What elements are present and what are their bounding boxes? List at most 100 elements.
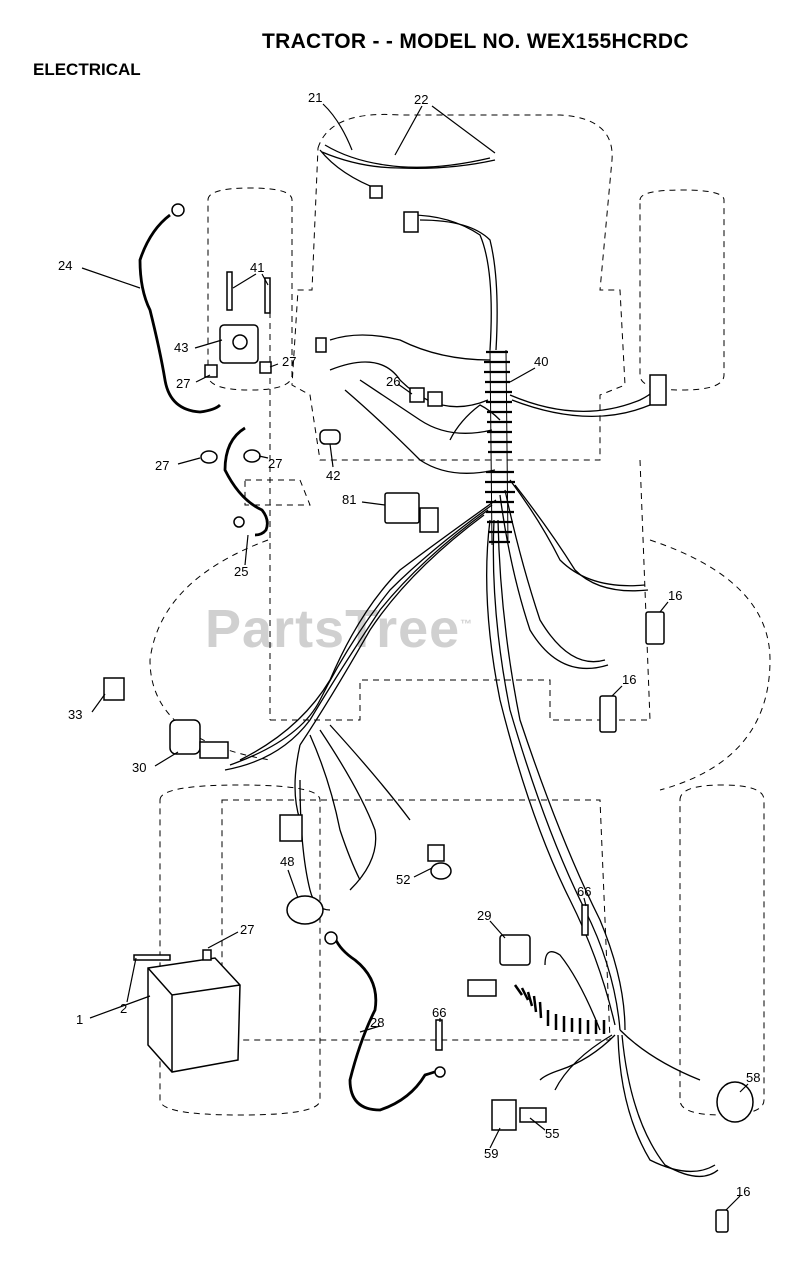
fender-left (149, 539, 271, 761)
nut-icon (204, 364, 218, 378)
leader-line (489, 920, 506, 939)
leader-line (583, 897, 587, 907)
connector-icon (649, 374, 667, 406)
harness-wire (504, 489, 606, 663)
leader-line (154, 751, 179, 767)
switch-33-icon (103, 677, 125, 701)
connector-icon (315, 337, 327, 353)
harness-wire (449, 404, 501, 441)
leader-line (725, 1195, 741, 1211)
callout-16: 16 (622, 672, 636, 687)
callout-59: 59 (484, 1146, 498, 1161)
leader-line (258, 455, 269, 459)
nut-icon (259, 361, 272, 374)
battery-icon (147, 957, 241, 1073)
connector-icon (279, 814, 303, 842)
leader-line (207, 931, 239, 949)
callout-33: 33 (68, 707, 82, 722)
ignition-switch-icon (169, 719, 201, 755)
callout-1: 1 (76, 1012, 83, 1027)
front-wheel-right (639, 189, 725, 391)
callout-26: 26 (386, 374, 400, 389)
fender-right (649, 539, 771, 791)
bolt-icon (226, 271, 233, 311)
coil-edge (489, 349, 509, 546)
leader-line (329, 443, 334, 468)
connector-icon (419, 507, 439, 533)
nut-icon (202, 949, 212, 961)
harness-wire (224, 509, 489, 771)
leader-line (659, 601, 669, 613)
clamp-icon (319, 429, 341, 445)
bolt-icon (581, 904, 589, 936)
leader-line (397, 383, 413, 395)
section-label: ELECTRICAL (33, 60, 141, 79)
rear-wheel-left (159, 784, 321, 1116)
harness-wire (319, 144, 491, 191)
callout-66: 66 (432, 1005, 446, 1020)
harness-wire (329, 361, 489, 408)
harness-wire (539, 1034, 616, 1081)
bracket-icon (491, 1099, 517, 1131)
leader-line (91, 693, 106, 713)
main-harness (224, 144, 719, 1177)
harness-wire (514, 484, 649, 592)
hood-outline (291, 113, 626, 461)
leader-line (529, 1117, 546, 1131)
callout-25: 25 (234, 564, 248, 579)
callout-16: 16 (736, 1184, 750, 1199)
callout-55: 55 (545, 1126, 559, 1141)
connector-icon (467, 979, 497, 997)
front-wheel-left (207, 187, 293, 391)
bolt-icon (264, 277, 271, 314)
callout-52: 52 (396, 872, 410, 887)
harness-wire (319, 729, 377, 891)
harness-wire (299, 514, 485, 746)
callout-48: 48 (280, 854, 294, 869)
callout-28: 28 (370, 1015, 384, 1030)
callout-21: 21 (308, 90, 322, 105)
leader-line (244, 534, 249, 566)
leader-line (195, 374, 211, 383)
switch-55-icon (519, 1107, 547, 1123)
leader-line (611, 685, 623, 697)
solenoid-post-icon (232, 334, 248, 350)
coil-loops (484, 350, 515, 544)
callouts: 1 2 16 16 16 21 22 24 25 26 27 27 27 27 … (58, 90, 760, 1199)
cable-25 (223, 426, 269, 537)
callout-81: 81 (342, 492, 356, 507)
switch-16-icon (715, 1209, 729, 1233)
callout-27: 27 (155, 458, 169, 473)
harness-wire (621, 1034, 719, 1177)
watermark-trademark: ™ (460, 617, 474, 631)
callout-24: 24 (58, 258, 72, 273)
leader-line (394, 105, 496, 156)
callout-2: 2 (120, 1001, 127, 1016)
bulb-icon (430, 862, 452, 880)
tractor-outline (149, 113, 771, 1116)
leader-line (509, 367, 536, 383)
ring-terminal-icon (324, 931, 338, 945)
harness-wire (544, 951, 601, 1031)
leader-line (89, 995, 151, 1019)
connector-icon (427, 391, 443, 407)
harness-wire (239, 499, 497, 761)
battery-top-icon (147, 967, 241, 1072)
coiled-harness-rear (513, 984, 606, 1034)
rear-wheel-right (679, 784, 765, 1116)
switch-16-icon (599, 695, 617, 733)
harness-wire (617, 1034, 716, 1173)
connector-icon (199, 741, 229, 759)
plug-58-icon (716, 1081, 754, 1123)
harness-wire (509, 479, 646, 587)
callout-27: 27 (240, 922, 254, 937)
leader-line (322, 103, 353, 151)
nut-icon (243, 449, 261, 463)
harness-wire (419, 219, 498, 351)
watermark: PartsTree™ (205, 598, 473, 660)
dash-box (244, 479, 311, 506)
callout-27: 27 (176, 376, 190, 391)
harness-wire (329, 724, 411, 821)
harness-wire (492, 519, 621, 1031)
coiled-harness (484, 349, 515, 546)
